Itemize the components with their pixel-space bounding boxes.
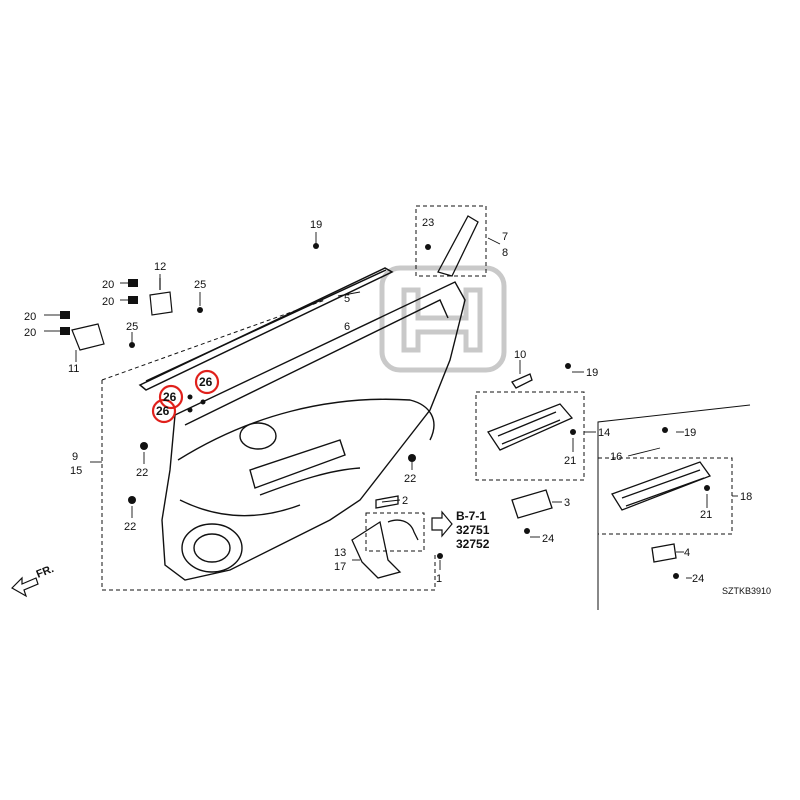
callout-26-highlighted: 26 <box>199 375 213 389</box>
front-direction-arrow: FR. <box>11 563 56 598</box>
callout-19: 19 <box>684 427 696 439</box>
callout-1: 1 <box>436 573 442 585</box>
callout-20: 20 <box>102 279 114 291</box>
callout-7: 7 <box>502 231 508 243</box>
brackets <box>71 278 173 351</box>
highlight-26-lower <box>151 398 177 424</box>
switch-assemblies <box>375 373 712 563</box>
pillar-garnish <box>437 215 479 277</box>
callout-21: 21 <box>564 455 576 467</box>
reference-part-1: 32751 <box>456 523 490 537</box>
callout-25: 25 <box>194 279 206 291</box>
callout-22: 22 <box>404 473 416 485</box>
callout-11: 11 <box>68 363 79 375</box>
callout-24: 24 <box>692 573 704 585</box>
callout-22: 22 <box>136 467 148 479</box>
callout-23: 23 <box>422 217 434 229</box>
reference-arrow <box>431 510 453 538</box>
diagram-code: SZTKB3910 <box>722 586 771 596</box>
callout-6: 6 <box>344 321 350 333</box>
callout-4: 4 <box>684 547 690 559</box>
callout-20: 20 <box>102 296 114 308</box>
callout-labels: 19 12 20 20 20 20 25 25 11 5 6 23 7 8 10… <box>24 217 752 585</box>
callout-13: 13 <box>334 547 346 559</box>
leader-lines <box>44 232 738 579</box>
weatherstrip <box>138 267 394 391</box>
callout-24: 24 <box>542 533 554 545</box>
door-lining-panel <box>161 281 466 581</box>
callout-9: 9 <box>72 451 78 463</box>
fasteners <box>60 243 710 579</box>
front-direction-label: FR. <box>35 563 56 581</box>
callout-5: 5 <box>344 293 350 305</box>
callout-20: 20 <box>24 311 36 323</box>
callout-17: 17 <box>334 561 346 573</box>
callout-26-highlighted: 26 <box>156 404 170 418</box>
callout-15: 15 <box>70 465 82 477</box>
callout-16: 16 <box>610 451 622 463</box>
callout-19: 19 <box>310 219 322 231</box>
callout-18: 18 <box>740 491 752 503</box>
right-group-bracket <box>597 404 751 610</box>
callout-3: 3 <box>564 497 570 509</box>
callout-20: 20 <box>24 327 36 339</box>
armrest-trim <box>351 520 402 579</box>
reference-section: B-7-1 <box>456 509 486 523</box>
highlight-circles <box>151 369 220 424</box>
callout-19: 19 <box>586 367 598 379</box>
callout-14: 14 <box>598 427 610 439</box>
reference-part-2: 32752 <box>456 537 490 551</box>
callout-21: 21 <box>700 509 712 521</box>
callout-12: 12 <box>154 261 166 273</box>
callout-2: 2 <box>402 495 408 507</box>
callout-26-highlighted: 26 <box>163 390 177 404</box>
highlight-26-left <box>158 384 184 410</box>
callout-8: 8 <box>502 247 508 259</box>
highlight-26-upper <box>194 369 220 395</box>
cross-reference: B-7-1 32751 32752 <box>456 509 490 551</box>
brand-watermark <box>379 265 507 373</box>
callout-22: 22 <box>124 521 136 533</box>
callout-25: 25 <box>126 321 138 333</box>
assembly-outlines <box>101 205 733 591</box>
callout-10: 10 <box>514 349 526 361</box>
